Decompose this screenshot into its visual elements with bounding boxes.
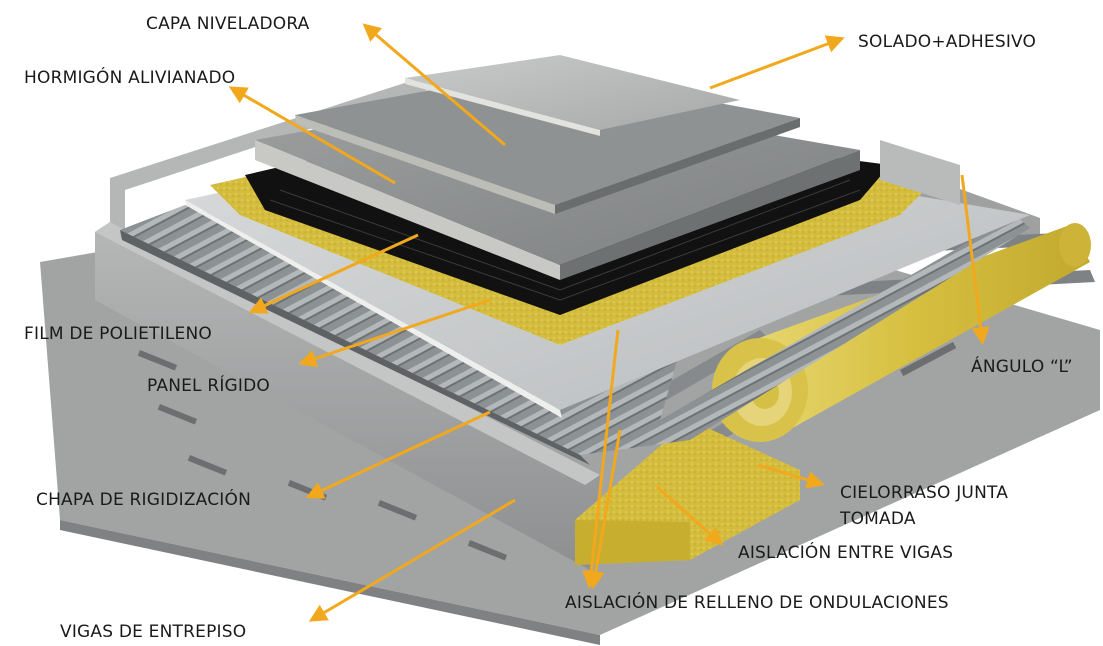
rigid-panel-edge xyxy=(185,200,562,418)
arrow-vigas-entrepiso xyxy=(308,498,516,622)
deck-edge xyxy=(120,230,590,465)
arrow-chapa-rigidizacion xyxy=(305,410,491,499)
label-film-polietileno: FILM DE POLIETILENO xyxy=(24,324,212,344)
label-solado-adhesivo: SOLADO+ADHESIVO xyxy=(858,32,1036,52)
callout-arrows xyxy=(228,23,990,622)
leveling-layer-side-right xyxy=(555,118,800,214)
label-panel-rigido: PANEL RÍGIDO xyxy=(147,374,270,396)
ceiling-sheet-edge xyxy=(60,520,600,645)
arrow-cielorraso xyxy=(757,463,825,489)
arrow-capa-niveladora xyxy=(362,23,506,147)
mesh-lines xyxy=(269,179,861,301)
lightweight-concrete-side-left xyxy=(255,140,560,280)
arrow-hormigon-alivianado xyxy=(228,86,396,185)
arrow-film-polietileno xyxy=(248,233,419,314)
arrow-aislacion-vigas xyxy=(656,485,724,546)
corrugated-deck-right xyxy=(580,215,1030,455)
label-chapa-rigidizacion: CHAPA DE RIGIDIZACIÓN xyxy=(36,488,251,510)
arrow-panel-rigido xyxy=(298,298,491,368)
label-aislacion-vigas: AISLACIÓN ENTRE VIGAS xyxy=(738,541,953,563)
leveling-layer-side xyxy=(295,115,555,214)
back-left-beam xyxy=(110,78,440,230)
angle-l-profile xyxy=(880,140,960,205)
front-left-beam xyxy=(95,222,600,570)
arrow-relleno-2 xyxy=(586,429,622,590)
label-angulo-l: ÁNGULO “L” xyxy=(971,355,1073,377)
label-cielorraso-line2: TOMADA xyxy=(839,509,916,529)
arrow-solado-adhesivo xyxy=(709,35,845,90)
label-cielorraso-line1: CIELORRASO JUNTA xyxy=(840,483,1008,503)
floor-finish-side xyxy=(405,78,600,136)
lightweight-concrete-side-right xyxy=(560,150,860,280)
arrow-angulo-l xyxy=(960,174,990,346)
floor-finish xyxy=(405,55,740,130)
arrow-relleno-1 xyxy=(582,329,620,590)
label-hormigon-alivianado: HORMIGÓN ALIVIANADO xyxy=(24,66,235,88)
label-aislacion-relleno: AISLACIÓN DE RELLENO DE ONDULACIONES xyxy=(565,591,949,613)
label-capa-niveladora: CAPA NIVELADORA xyxy=(146,14,310,34)
label-vigas-entrepiso: VIGAS DE ENTREPISO xyxy=(60,622,246,642)
